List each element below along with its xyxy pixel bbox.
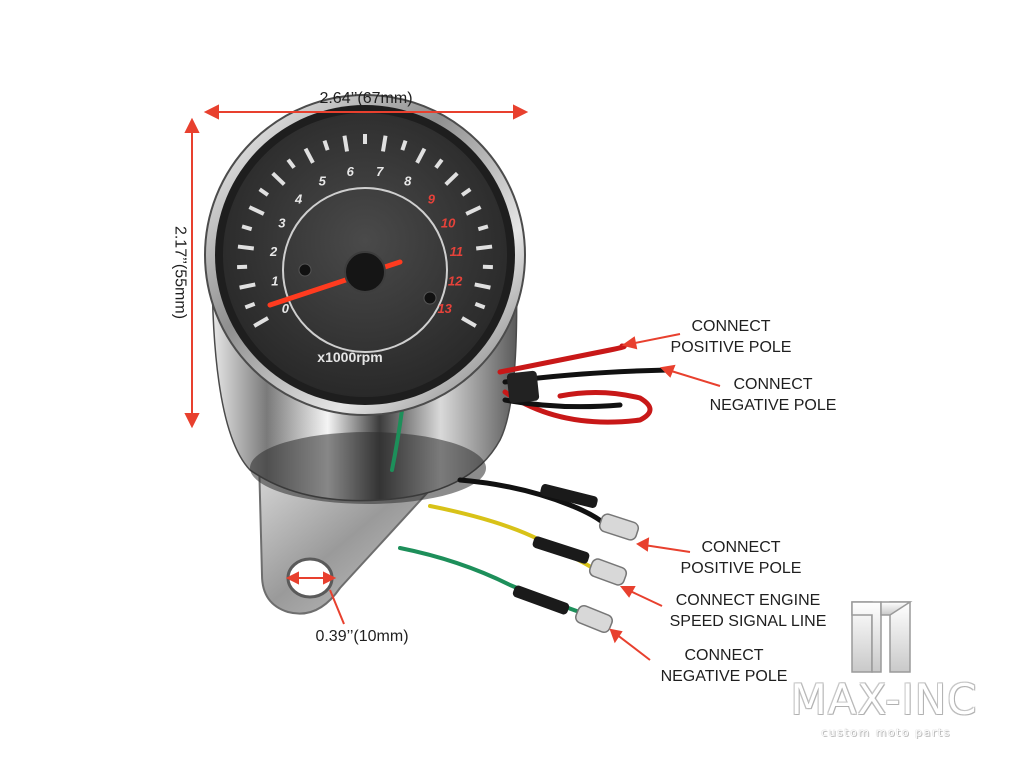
- brand-tagline: custom moto parts: [806, 726, 966, 739]
- dimension-height-label: 2.17’’(55mm): [170, 199, 191, 347]
- tick-mark: [478, 226, 488, 229]
- gauge-number: 9: [428, 191, 436, 206]
- callout-positive-pole-bottom: CONNECT POSITIVE POLE: [666, 537, 816, 579]
- gauge-number: 4: [294, 191, 303, 206]
- gauge-unit: x1000rpm: [317, 349, 382, 365]
- gauge-number: 3: [278, 216, 286, 231]
- red-wire: [500, 346, 624, 372]
- gauge-number: 5: [319, 174, 327, 189]
- gauge-number: 1: [271, 273, 278, 288]
- tick-mark: [242, 226, 252, 229]
- gauge-number: 2: [269, 244, 278, 259]
- tick-mark: [238, 247, 254, 249]
- callout-line: CONNECT: [698, 374, 848, 395]
- callout-negative-pole-top: CONNECT NEGATIVE POLE: [698, 374, 848, 416]
- tick-mark: [383, 136, 386, 152]
- gauge-number: 11: [450, 244, 464, 259]
- gauge-number: 13: [437, 301, 452, 316]
- callout-line: CONNECT: [646, 645, 802, 666]
- tick-mark: [476, 247, 492, 249]
- gauge-number: 8: [404, 174, 412, 189]
- brand-logo-mark: [852, 602, 910, 672]
- gauge-number: 6: [347, 164, 355, 179]
- callout-line: NEGATIVE POLE: [698, 395, 848, 416]
- needle-hub: [345, 252, 385, 292]
- dimension-width-label: 2.64’’(67mm): [298, 88, 434, 109]
- callout-line: POSITIVE POLE: [656, 337, 806, 358]
- gauge-number: 12: [448, 273, 463, 288]
- gauge-number: 7: [376, 164, 384, 179]
- brand-name: MAX-INC: [776, 676, 992, 724]
- callout-line: CONNECT: [656, 316, 806, 337]
- tick-mark: [344, 136, 347, 152]
- callout-line: POSITIVE POLE: [666, 558, 816, 579]
- callout-positive-pole-top: CONNECT POSITIVE POLE: [656, 316, 806, 358]
- callout-line: SPEED SIGNAL LINE: [660, 611, 836, 632]
- callout-line: CONNECT: [666, 537, 816, 558]
- callout-line: CONNECT ENGINE: [660, 590, 836, 611]
- callout-speed-signal: CONNECT ENGINE SPEED SIGNAL LINE: [660, 590, 836, 632]
- gauge-number: 10: [441, 216, 456, 231]
- dimension-hole-label: 0.39’’(10mm): [300, 626, 424, 647]
- connectors: [507, 371, 640, 635]
